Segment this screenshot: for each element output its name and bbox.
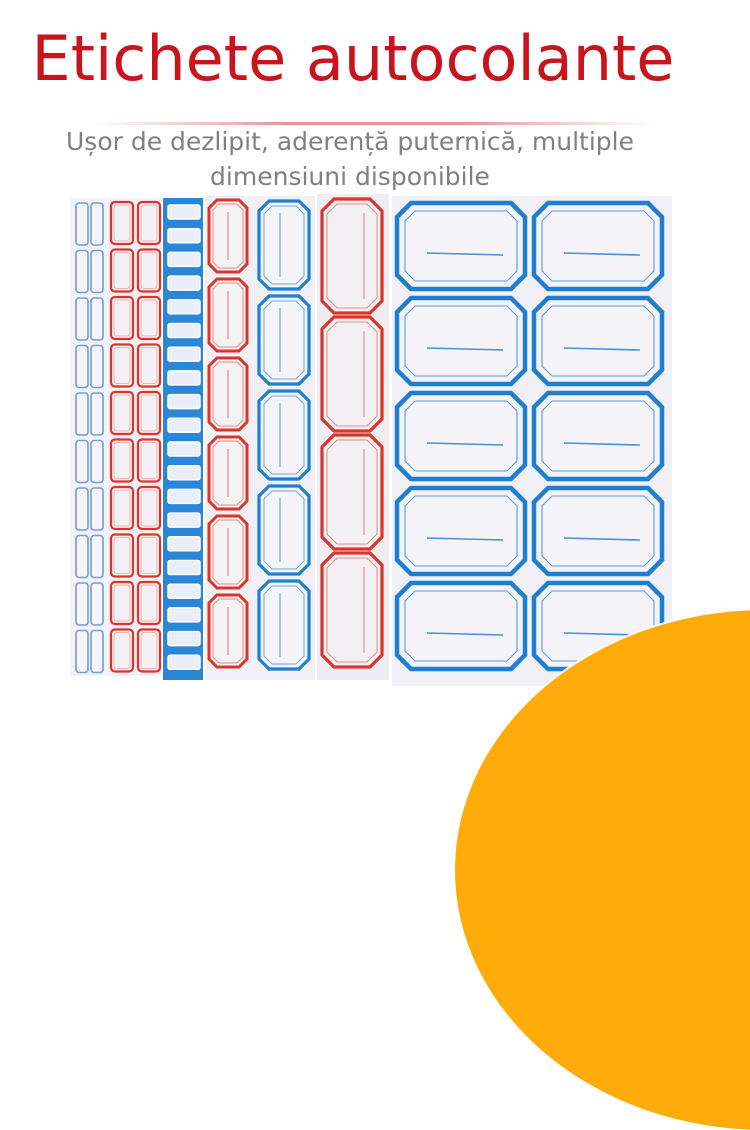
small-red-labels: [109, 200, 162, 673]
title-divider: [95, 122, 655, 125]
large-blue-labels: [394, 200, 665, 672]
subtitle: Ușor de dezlipit, aderență puternică, mu…: [30, 124, 670, 194]
subtitle-line-2: dimensiuni disponibile: [210, 162, 490, 191]
page-title: Etichete autocolante: [31, 22, 675, 95]
mini-blue-labels: [167, 204, 201, 671]
label-sheets-product-image: [70, 194, 672, 686]
large-red-labels: [320, 197, 384, 669]
small-blue-labels: [75, 202, 104, 674]
medium-red-labels: [207, 198, 249, 669]
medium-blue-labels: [257, 199, 311, 671]
subtitle-line-1: Ușor de dezlipit, aderență puternică, mu…: [66, 127, 634, 156]
label-sheets-illustration: [70, 194, 672, 686]
